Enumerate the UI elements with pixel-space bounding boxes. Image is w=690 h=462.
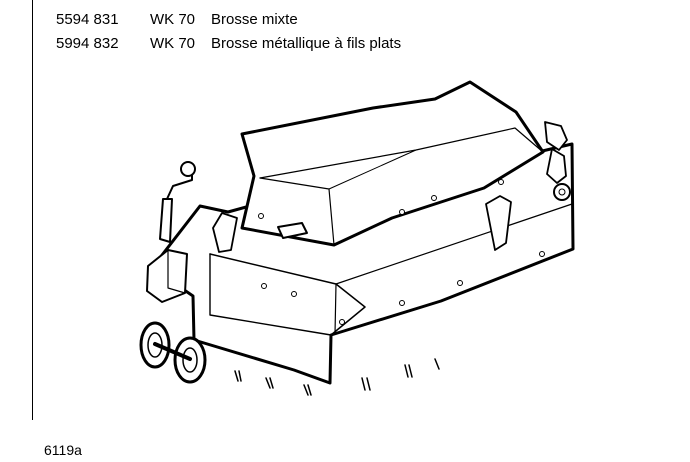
part-list: 5594 831 WK 70 Brosse mixte 5994 832 WK … (56, 8, 401, 56)
part-number: 5594 831 (56, 11, 119, 28)
brush-head-machine-illustration (139, 80, 575, 396)
part-model: WK 70 (150, 35, 196, 52)
left-margin-rule (32, 0, 33, 420)
part-number: 5994 832 (56, 35, 119, 52)
part-row: 5994 832 WK 70 Brosse métallique à fils … (56, 32, 401, 56)
figure-id: 6119a (44, 442, 82, 458)
part-description: Brosse métallique à fils plats (211, 35, 402, 52)
part-model: WK 70 (150, 11, 196, 28)
part-row: 5594 831 WK 70 Brosse mixte (56, 8, 401, 32)
part-description: Brosse mixte (211, 11, 298, 28)
